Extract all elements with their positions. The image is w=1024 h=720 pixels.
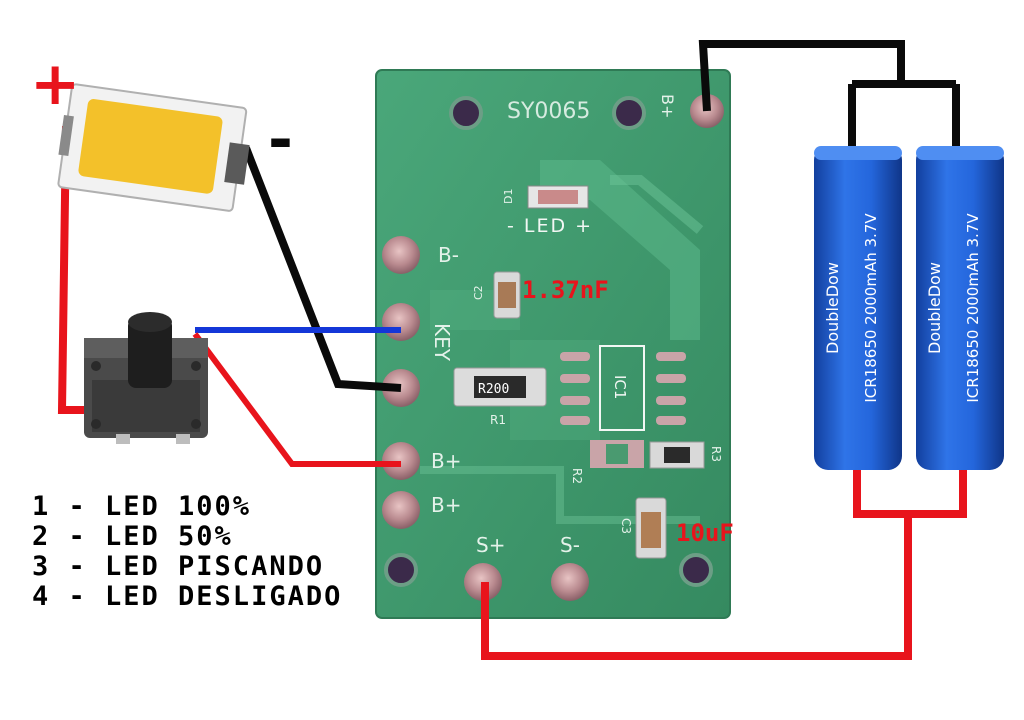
- label-b-plus-2: B+: [431, 493, 461, 517]
- led-terminal: [224, 142, 250, 185]
- mode-item: 2 - LED 50%: [32, 521, 233, 552]
- mounting-hole: [449, 96, 483, 130]
- label-c3: C3: [619, 518, 633, 534]
- d1-chip: [538, 190, 578, 204]
- led-phosphor: [78, 99, 223, 194]
- wire-black-board-to-batteries: [698, 40, 905, 112]
- battery-2-brand: DoubleDow: [925, 262, 944, 354]
- label-r1: R1: [490, 413, 506, 427]
- mode-legend: 1 - LED 100% 2 - LED 50% 3 - LED PISCAND…: [32, 492, 342, 612]
- button-plunger: [128, 318, 172, 388]
- r2-body: [606, 444, 628, 464]
- r3-resistor: [664, 447, 690, 463]
- mounting-hole: [679, 553, 713, 587]
- led-terminal: [58, 114, 74, 156]
- pad-b-plus-2: [382, 491, 420, 529]
- ic1-outline: [599, 345, 645, 431]
- battery-1-spec: ICR18650 2000mAh 3.7V: [862, 213, 880, 403]
- battery-1: DoubleDow ICR18650 2000mAh 3.7V: [814, 146, 902, 470]
- wire-red-batteries-to-s-plus: [481, 514, 912, 660]
- c3-capacitor: [641, 512, 661, 548]
- r1-resistor: [474, 376, 526, 398]
- tactile-push-button: [84, 312, 208, 444]
- label-s-minus: S-: [560, 533, 580, 557]
- mounting-hole: [612, 96, 646, 130]
- label-c2: C2: [472, 285, 485, 300]
- battery-1-brand: DoubleDow: [823, 262, 842, 354]
- label-b-minus: B-: [438, 243, 459, 267]
- label-b-plus-top: B+: [658, 94, 677, 118]
- mode-item: 4 - LED DESLIGADO: [32, 581, 343, 612]
- label-b-plus: B+: [431, 449, 461, 473]
- wires: [57, 40, 967, 660]
- label-r2: R2: [570, 468, 584, 484]
- label-s-plus: S+: [476, 533, 505, 557]
- ic1-pads: [560, 352, 686, 425]
- wire-red-button-to-b-plus: [192, 332, 401, 467]
- label-led-pad: - LED +: [507, 215, 593, 237]
- pcb-board: SY0065 B- KEY B+ B+ S+ S- B+ D1 - LED + …: [375, 69, 731, 619]
- battery-2: DoubleDow ICR18650 2000mAh 3.7V: [916, 146, 1004, 470]
- mounting-hole: [384, 553, 418, 587]
- wire-black-led-to-board: [242, 146, 402, 392]
- pad-s-minus: [551, 563, 589, 601]
- mode-item: 3 - LED PISCANDO: [32, 551, 325, 582]
- smd-led: [57, 83, 250, 212]
- board-model-label: SY0065: [507, 99, 590, 124]
- battery-pack: DoubleDow ICR18650 2000mAh 3.7V DoubleDo…: [814, 146, 1004, 470]
- c3-value-label: 10uF: [676, 519, 734, 547]
- wire-red-battery-bridge: [853, 468, 967, 518]
- pad-b-minus: [382, 236, 420, 274]
- pad-key: [382, 303, 420, 341]
- label-ic1: IC1: [611, 375, 629, 399]
- mode-item: 1 - LED 100%: [32, 491, 252, 522]
- led-plus-sign: +: [30, 49, 80, 119]
- label-key: KEY: [430, 323, 454, 362]
- c2-capacitor: [498, 282, 516, 308]
- c2-value-label: 1.37nF: [522, 276, 609, 304]
- battery-2-spec: ICR18650 2000mAh 3.7V: [964, 213, 982, 403]
- led-minus-sign: -: [268, 105, 293, 175]
- label-r1-value: R200: [478, 382, 509, 397]
- label-r3: R3: [709, 446, 723, 462]
- label-d1: D1: [502, 189, 515, 204]
